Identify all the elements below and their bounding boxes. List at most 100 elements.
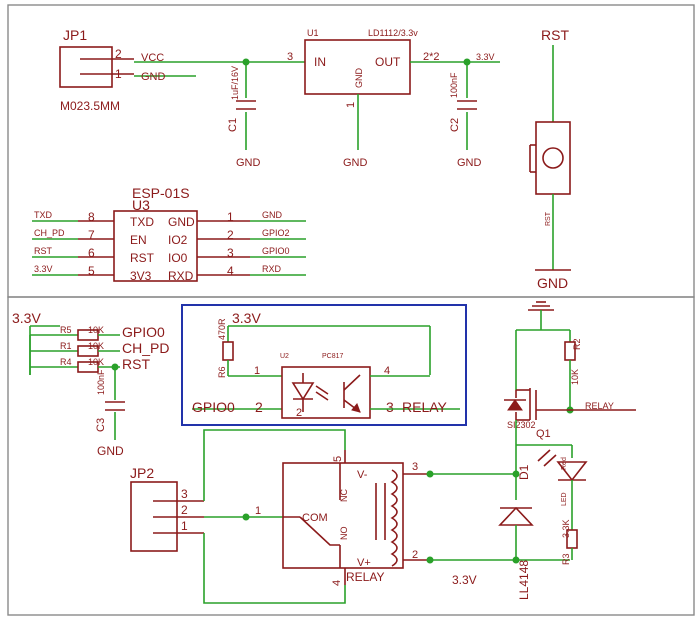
- u1-gnd-label: GND: [354, 68, 364, 89]
- gnd-net-label-jp1: GND: [141, 71, 166, 83]
- u1-regulator: U1 LD1112/3.3v IN OUT GND 3 2*2 1: [287, 28, 440, 108]
- u2-pin4: 4: [384, 365, 390, 377]
- relay-name: RELAY: [346, 570, 384, 584]
- r6-resistor: 470R R6: [217, 318, 234, 378]
- c3-name: C3: [95, 418, 107, 432]
- u3-right-pin-name: IO2: [168, 233, 188, 247]
- u2-pin2-outside: 2: [255, 399, 263, 415]
- pullup-net: RST: [122, 356, 150, 372]
- u3-right-net: GPIO0: [262, 246, 290, 256]
- q1-mosfet: SI2302 Q1: [504, 388, 636, 440]
- rst-gnd-label: GND: [537, 275, 568, 291]
- c3-gnd-label: GND: [97, 444, 124, 458]
- u3-right-pin-name: RXD: [168, 269, 194, 283]
- relay-nc-num: 5: [332, 456, 344, 462]
- relay-coil-num3: 3: [412, 461, 418, 473]
- c2-value: 100nF: [449, 72, 459, 98]
- c1-name: C1: [227, 118, 239, 132]
- rst-pushbutton: [529, 121, 571, 195]
- r3-ref: R3: [561, 553, 571, 565]
- u3-right-pin-num: 2: [227, 228, 234, 242]
- c2-capacitor: 100nF C2: [449, 72, 477, 132]
- r2-ref: R2: [572, 338, 582, 350]
- u3-left-net: 3.3V: [34, 264, 53, 274]
- u3-left-pin-num: 6: [88, 246, 95, 260]
- u2-part: PC817: [322, 353, 344, 360]
- pullup-value: 10K: [88, 325, 104, 335]
- c3-value: 100nF: [96, 369, 106, 395]
- r2-value: 10K: [570, 369, 580, 385]
- u2-pin2: 2: [296, 407, 302, 419]
- jp2-pin3: 3: [181, 487, 188, 501]
- u3-left-pin-num: 5: [88, 264, 95, 278]
- jp1-connector: JP1 2 1 M023.5MM: [59, 27, 134, 113]
- u1-in-num: 3: [287, 51, 293, 63]
- c2-gnd-label: GND: [457, 157, 482, 169]
- jp2-name: JP2: [130, 465, 154, 481]
- r2-resistor: R2 10K: [564, 338, 582, 385]
- u3-right-pin-num: 1: [227, 210, 234, 224]
- pullup-net: GPIO0: [122, 324, 165, 340]
- pullup-supply: 3.3V: [12, 310, 41, 326]
- opto-supply: 3.3V: [232, 310, 261, 326]
- optocoupler-highlight-box: [181, 304, 467, 426]
- c1-gnd-label: GND: [236, 157, 261, 169]
- u3-right-pin-name: IO0: [168, 251, 188, 265]
- u2-pin3: 3: [386, 399, 394, 415]
- relay-nc-label: NC: [339, 489, 349, 502]
- u1-gnd-net: GND: [343, 157, 368, 169]
- u2-ref: U2: [280, 353, 289, 360]
- u3-left-net: RST: [34, 246, 53, 256]
- opto-in-net: GPIO0: [192, 399, 235, 415]
- gnd-symbol-top: [528, 301, 554, 311]
- u1-out-num: 2*2: [423, 51, 440, 63]
- relay-no-label: NO: [339, 527, 349, 541]
- u3-left-pin-name: RST: [130, 251, 155, 265]
- u3-left-pin-name: 3V3: [130, 269, 152, 283]
- pullup-ref: R4: [60, 357, 72, 367]
- u3-esp01s: ESP-01S U3: [113, 185, 198, 282]
- jp2-pin2: 2: [181, 503, 188, 517]
- u3-right-net: GPIO2: [262, 228, 290, 238]
- c3-capacitor: 100nF C3: [95, 369, 125, 432]
- jp1-name: JP1: [63, 27, 87, 43]
- u1-gnd-num: 1: [345, 102, 357, 108]
- relay-no-num: 4: [331, 580, 343, 586]
- vcc-net-label: VCC: [141, 52, 164, 64]
- u2-optocoupler: U2 PC817 1 2 4 2 3: [254, 353, 394, 419]
- d1-part: LL4148: [517, 560, 531, 600]
- u1-in-label: IN: [314, 55, 326, 69]
- c2-name: C2: [449, 118, 461, 132]
- relay-com-label: COM: [302, 512, 328, 524]
- u3-right-pin-num: 4: [227, 264, 234, 278]
- u2-pin1: 1: [254, 365, 260, 377]
- relay-k1: 1 COM 5 NC NO 4 V- V+ RELAY 3 2: [255, 450, 418, 586]
- u3-name: U3: [132, 197, 150, 213]
- d1-ref: D1: [517, 464, 531, 480]
- u1-name: U1: [307, 28, 319, 38]
- u1-out-net: 3.3V: [476, 52, 495, 62]
- relay-vplus: V+: [357, 557, 371, 569]
- pullup-ref: R1: [60, 341, 72, 351]
- u3-left-net: CH_PD: [34, 228, 65, 238]
- led-indicator: LED Red: [537, 449, 588, 506]
- relay-vminus: V-: [357, 469, 368, 481]
- relay-coil-num2: 2: [412, 549, 418, 561]
- u1-part: LD1112/3.3v: [368, 28, 418, 38]
- opto-out-net: RELAY: [402, 399, 448, 415]
- jp1-pin1: 1: [115, 67, 122, 81]
- jp1-value: M023.5MM: [60, 99, 120, 113]
- pullup-value: 10K: [88, 357, 104, 367]
- jp2-connector: JP2 3 2 1: [130, 465, 204, 552]
- u3-left-net: TXD: [34, 210, 53, 220]
- led-ref: LED: [561, 492, 568, 506]
- c1-value: 1uF/16V: [230, 66, 240, 100]
- q1-part: SI2302: [507, 420, 536, 430]
- u3-right-net: RXD: [262, 264, 282, 274]
- pullup-value: 10K: [88, 341, 104, 351]
- u1-out-label: OUT: [375, 55, 401, 69]
- pullup-ref: R5: [60, 325, 72, 335]
- q1-ref: Q1: [536, 428, 551, 440]
